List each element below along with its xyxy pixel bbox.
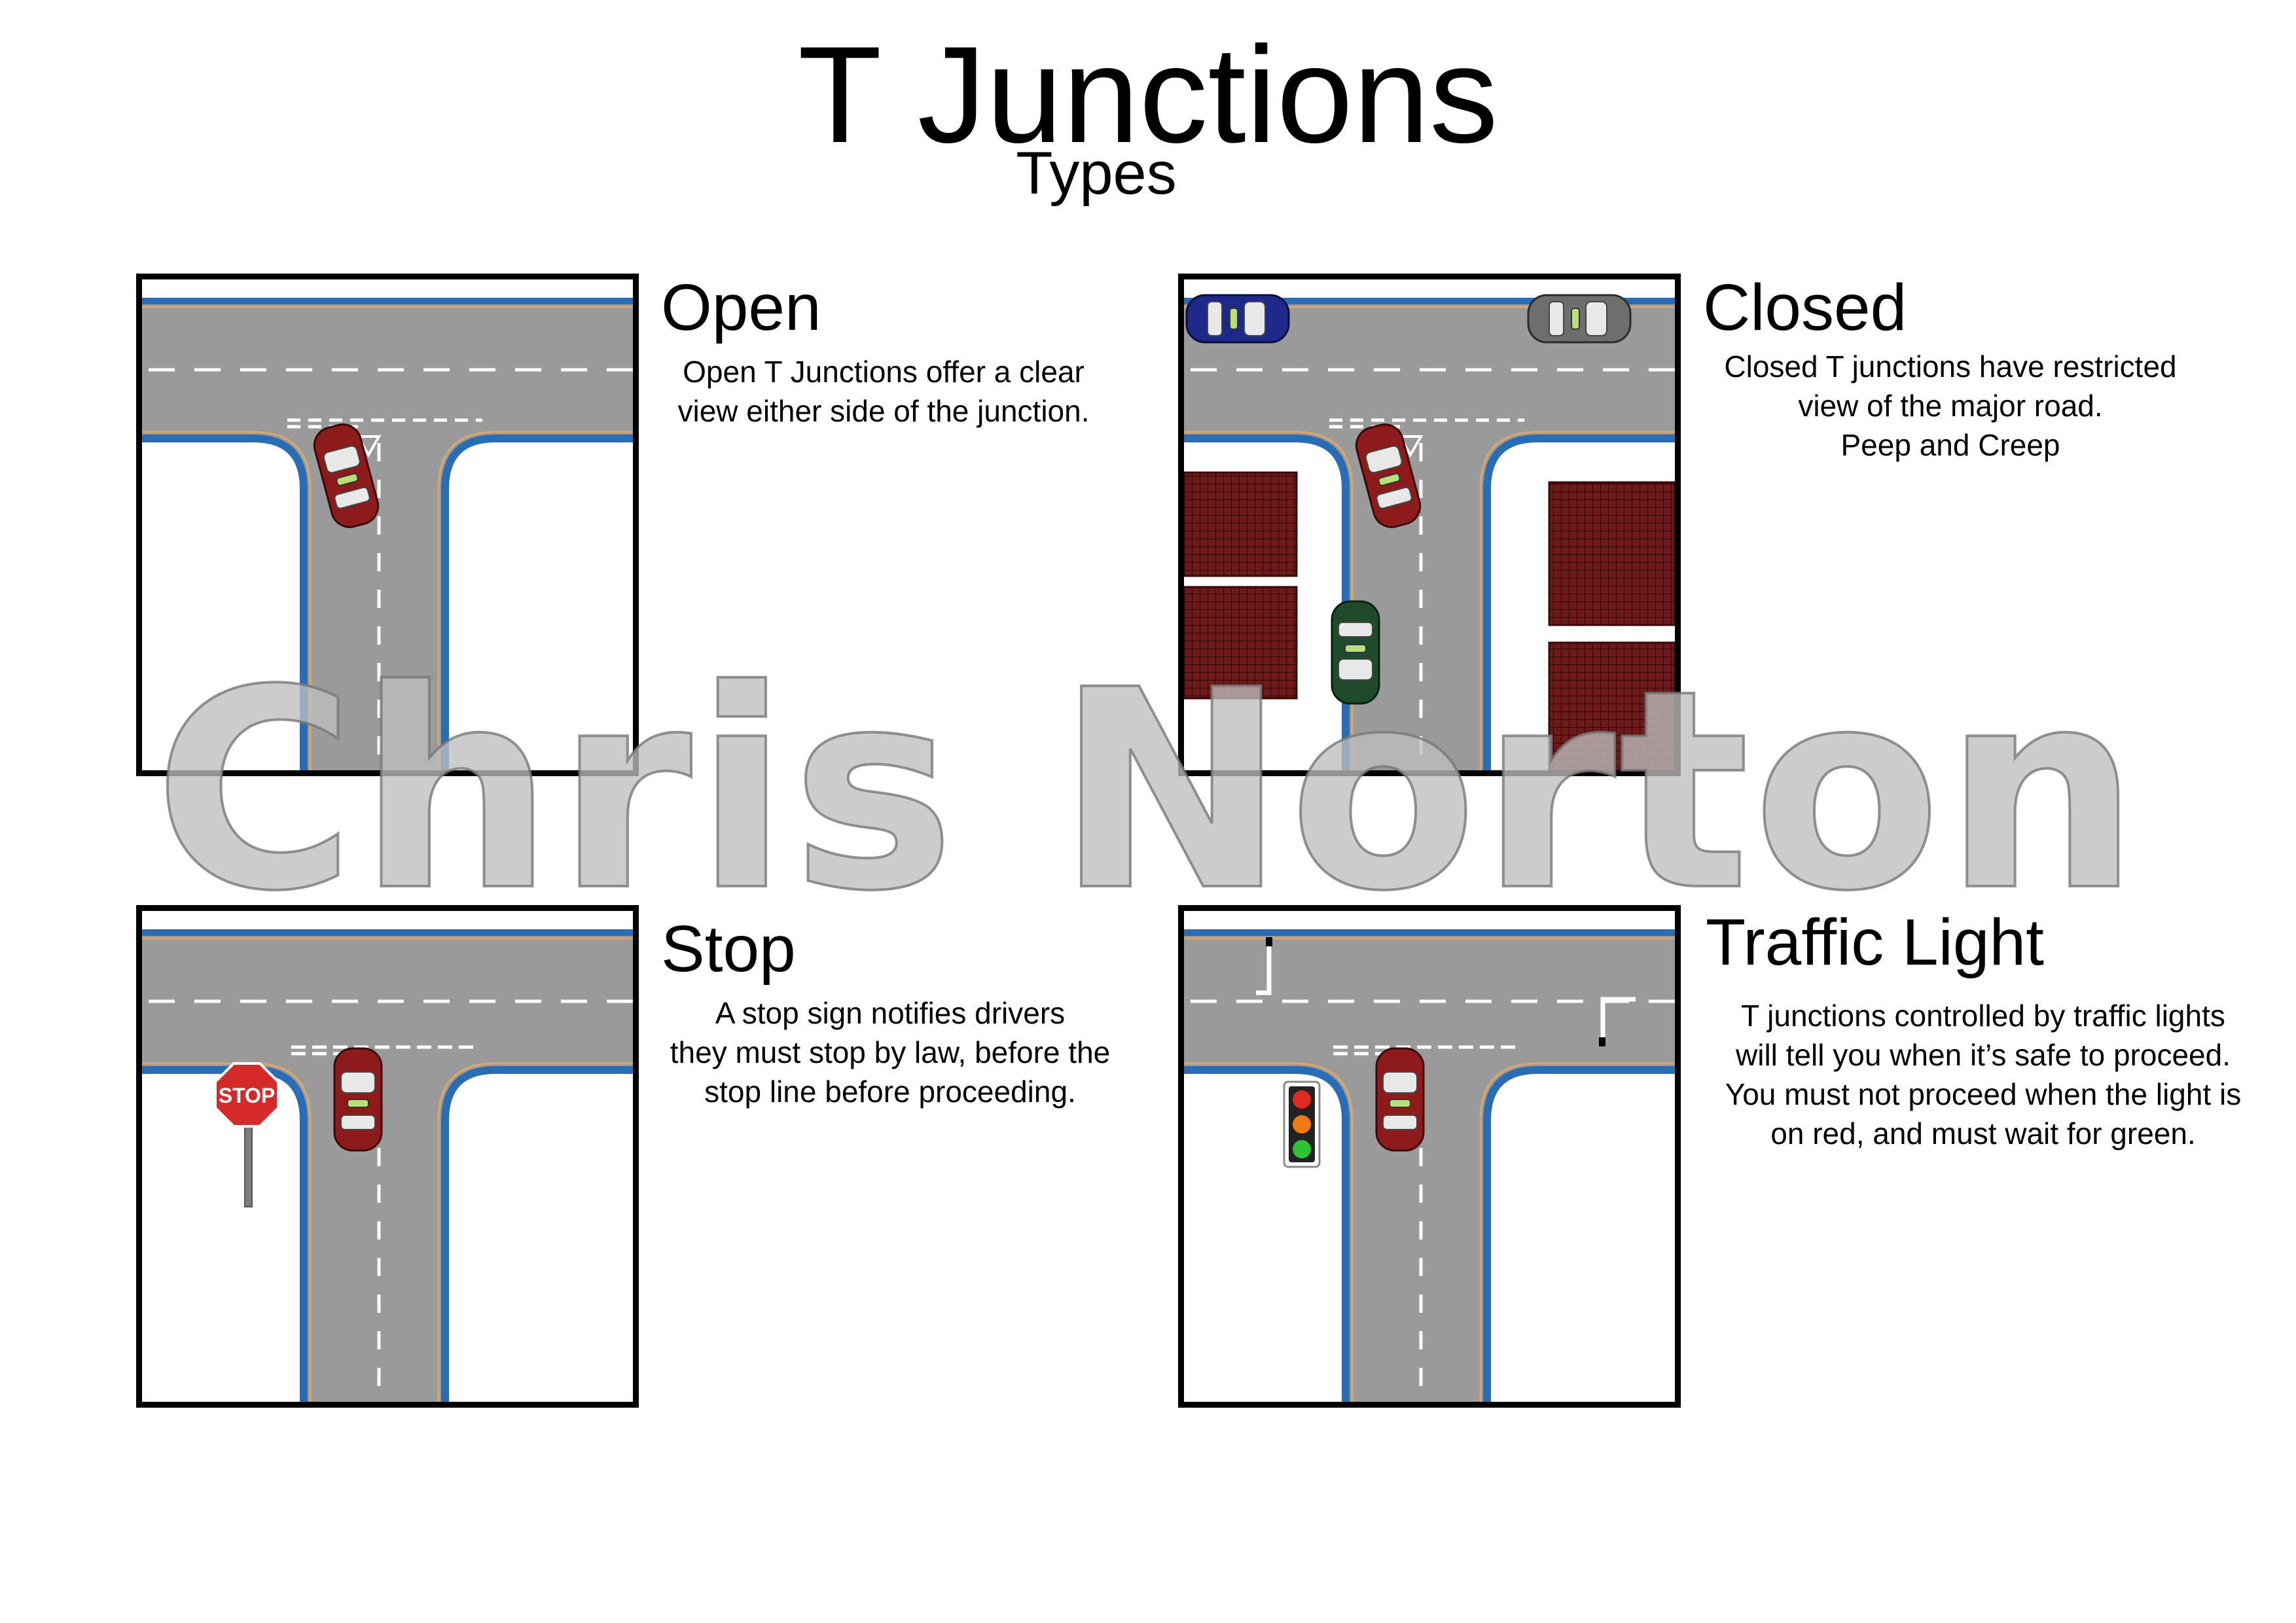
traffic-light-description: T junctions controlled by traffic lights… <box>1689 996 2278 1153</box>
stop-junction-svg: STOP <box>142 911 633 1402</box>
open-description-line: view either side of the junction. <box>677 394 1090 428</box>
closed-description-line: Peep and Creep <box>1840 428 2060 462</box>
open-heading: Open <box>661 271 821 344</box>
traffic-light-icon <box>1283 1080 1321 1168</box>
stop-description: A stop sign notifies drivers they must s… <box>628 993 1152 1111</box>
traffic-light-description-line: You must not proceed when the light is <box>1725 1077 2242 1111</box>
stop-junction-diagram: STOP <box>136 905 639 1408</box>
stop-description-line: stop line before proceeding. <box>704 1075 1076 1109</box>
stop-description-line: A stop sign notifies drivers <box>715 996 1066 1030</box>
closed-heading: Closed <box>1703 271 1907 344</box>
building-block <box>1184 471 1675 770</box>
open-description: Open T Junctions offer a clear view eith… <box>641 352 1126 431</box>
closed-junction-svg <box>1184 279 1675 770</box>
closed-description-line: view of the major road. <box>1798 389 2103 423</box>
stop-sign-icon: STOP <box>214 1062 279 1207</box>
open-description-line: Open T Junctions offer a clear <box>683 355 1085 389</box>
closed-description: Closed T junctions have restricted view … <box>1669 347 2232 465</box>
traffic-light-description-line: will tell you when it’s safe to proceed. <box>1736 1038 2231 1072</box>
closed-description-line: Closed T junctions have restricted <box>1724 349 2177 383</box>
traffic-light-junction-svg <box>1184 911 1675 1402</box>
open-junction-svg <box>142 279 633 770</box>
open-junction-diagram <box>136 274 639 776</box>
traffic-light-junction-diagram <box>1178 905 1681 1408</box>
page-subtitle: Types <box>1016 140 1177 207</box>
traffic-light-description-line: T junctions controlled by traffic lights <box>1741 999 2225 1033</box>
page-title: T Junctions <box>798 18 1498 171</box>
stop-sign-text: STOP <box>219 1084 276 1107</box>
stop-description-line: they must stop by law, before the <box>670 1035 1111 1069</box>
traffic-light-description-line: on red, and must wait for green. <box>1770 1116 2196 1150</box>
traffic-light-heading: Traffic Light <box>1706 906 2044 979</box>
stop-heading: Stop <box>661 912 796 986</box>
closed-junction-diagram <box>1178 274 1681 776</box>
stop-line <box>1256 937 1636 1056</box>
